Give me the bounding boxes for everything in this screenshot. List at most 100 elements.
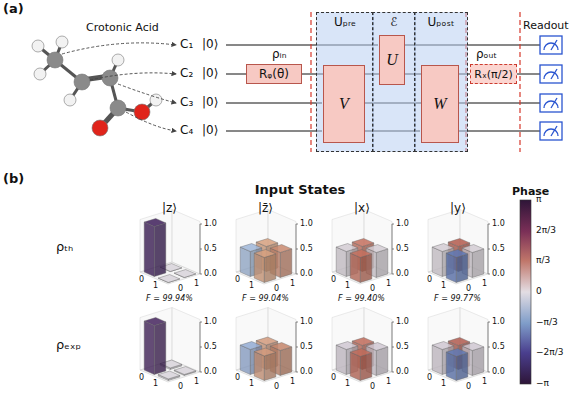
bar-face	[352, 338, 374, 346]
axis-tick: 0.0	[204, 270, 217, 278]
bar-face	[350, 250, 372, 258]
axis-tick: 0.5	[204, 245, 217, 253]
bar-face	[446, 253, 456, 282]
unitary-gate: W	[421, 65, 459, 143]
axis-tick: 0.0	[396, 270, 409, 278]
axis-tick: 0.5	[396, 343, 409, 351]
bar-face	[472, 347, 484, 376]
bar-face	[254, 253, 264, 282]
bar-face	[432, 244, 454, 252]
axis-tick: 1	[345, 282, 350, 290]
bar-face	[336, 345, 346, 374]
chart-axis	[200, 224, 202, 225]
bar-face	[154, 223, 166, 277]
bar-face	[174, 367, 196, 375]
bar-face	[240, 244, 262, 252]
axis-tick: 0	[178, 285, 183, 293]
gate-label: Rₓ(π/2)	[474, 69, 512, 80]
fidelity-value: F = 99.77%	[434, 295, 481, 303]
axis-tick: 0.5	[204, 343, 217, 351]
bar-face	[446, 349, 468, 357]
axis-tick: 0.5	[300, 343, 313, 351]
axis-tick: 0	[178, 383, 183, 391]
axis-tick: 1	[290, 378, 295, 386]
bar-face	[280, 347, 292, 376]
label: C₂	[180, 67, 193, 79]
bar-face	[448, 239, 470, 247]
unitary-gate: V	[323, 65, 365, 143]
bar-face	[432, 342, 454, 350]
bar-face	[366, 245, 388, 253]
colorbar-tick: 0	[536, 287, 542, 296]
axis-tick: 1.0	[396, 318, 409, 326]
chart-axis	[488, 322, 490, 323]
bar-face	[472, 249, 484, 278]
fidelity-value: F = 99.40%	[338, 295, 385, 303]
axis-tick: 1	[249, 282, 254, 290]
bar-face	[240, 247, 250, 276]
axis-tick: 0.5	[492, 245, 505, 253]
bar-face	[254, 352, 264, 381]
label: |0⟩	[202, 38, 218, 50]
bar-face	[144, 219, 166, 227]
bar-face	[270, 343, 292, 351]
label: C₃	[180, 96, 193, 108]
axis-tick: 0.5	[300, 245, 313, 253]
bar-face	[158, 275, 180, 283]
axis-tick: 0	[274, 383, 279, 391]
axis-tick: 0	[370, 285, 375, 293]
axis-tick: 1	[441, 282, 446, 290]
molecule	[38, 42, 156, 128]
axis-tick: 1	[194, 280, 199, 288]
label: |0⟩	[202, 124, 218, 136]
axis-tick: 0.0	[300, 270, 313, 278]
label: Readout	[523, 20, 569, 31]
bar-face	[172, 210, 200, 275]
label: C₄	[180, 124, 193, 136]
chart-axis	[392, 347, 394, 348]
bar-face	[256, 239, 278, 247]
gate-label: Uₚᵣₑ	[317, 16, 373, 28]
axis-tick: 0	[427, 374, 432, 382]
axis-tick: 0.0	[396, 368, 409, 376]
chart-axis	[392, 224, 394, 225]
chart-axis	[392, 372, 394, 373]
axis-tick: 1	[441, 380, 446, 388]
label: ρᵢₙ	[272, 48, 287, 60]
bar-face	[360, 353, 372, 381]
axis-tick: 0	[331, 374, 336, 382]
bar-face	[352, 239, 374, 247]
axis-tick: 1	[153, 380, 158, 388]
axis-tick: 0.0	[204, 368, 217, 376]
bar-face	[366, 343, 388, 351]
bar-face	[432, 345, 442, 374]
bar-face	[462, 245, 484, 253]
bar-face	[336, 342, 358, 350]
chart-axis	[200, 347, 202, 348]
bar-face	[456, 254, 468, 283]
axis-tick: 1.0	[396, 220, 409, 228]
chart-axis	[488, 274, 490, 275]
bar-face	[350, 253, 360, 282]
stage-band: ℰU	[372, 12, 416, 152]
axis-tick: 1	[194, 378, 199, 386]
chart-axis	[200, 249, 202, 250]
chart-axis	[200, 274, 202, 275]
bar-face	[376, 249, 388, 278]
axis-tick: 1	[249, 380, 254, 388]
axis-tick: 0.0	[492, 270, 505, 278]
colorbar-tick: −2π/3	[536, 348, 563, 357]
axis-tick: 0	[139, 374, 144, 382]
axis-tick: 1	[345, 380, 350, 388]
chart-axis	[296, 347, 298, 348]
axis-tick: 0	[235, 276, 240, 284]
bar-face	[350, 352, 360, 380]
axis-tick: 0	[274, 285, 279, 293]
gate-label: Uₚₒₛₜ	[415, 16, 467, 28]
bar-face	[462, 343, 484, 351]
axis-tick: 1.0	[204, 318, 217, 326]
bar-face	[336, 247, 346, 276]
gate-label: U	[386, 52, 398, 68]
axis-tick: 0.0	[492, 368, 505, 376]
axis-tick: 0	[331, 276, 336, 284]
